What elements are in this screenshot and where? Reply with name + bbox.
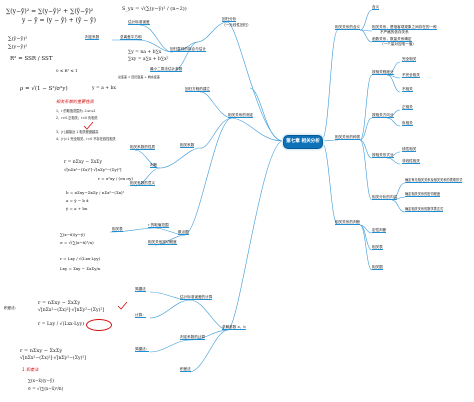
formula-r2: R² = SSR / SST <box>10 56 53 62</box>
formula-line: y = a + bx <box>92 86 116 91</box>
node-nonlinear[interactable]: 非线性相关 <box>402 159 420 165</box>
formula-lxy: r = Lxy / √(Lxx·Lyy) <box>60 256 101 261</box>
note-variation: 总变差 = 回归变差 + 剩余变差 <box>118 75 160 79</box>
node-corr-table[interactable]: 相关表 <box>372 245 383 251</box>
branch-meaning[interactable]: 相关关系的含义 <box>335 25 361 31</box>
node-meaning-desc2: 不严格的依存关系 <box>380 30 409 34</box>
node-lsm[interactable]: 最小二乘法估计参数 <box>150 67 183 73</box>
node-rc[interactable]: 简捷法 <box>135 287 146 293</box>
formula-r-big-den: √[nΣx²−(Σx)²]·√[nΣy²−(Σy)²] <box>38 308 104 313</box>
branch-kinds[interactable]: 相关关系的种类 <box>335 135 361 141</box>
node-qualitative[interactable]: 定性判断 <box>372 228 387 234</box>
formula-ssr: ∑(ŷ−ȳ)² <box>8 36 28 42</box>
formula-cov2: ∑(x−x̄)(y−ȳ) <box>28 378 54 383</box>
node-corr[interactable]: 相关系数 <box>180 143 195 149</box>
formula-normal2: ∑xy = a∑x + b∑x² <box>128 57 169 62</box>
central-topic[interactable]: 第七章 相关分析 <box>283 135 323 149</box>
node-negative[interactable]: 负相关 <box>402 121 413 127</box>
node-judge[interactable]: 判断 <box>150 163 158 169</box>
formula-r-cov: r = σ²xy / (σx σy) <box>98 176 133 181</box>
formula-sigma: σ = √(∑(x−x̄)²/n) <box>60 240 94 245</box>
formula-a: a = ȳ − b x̄ <box>66 198 89 203</box>
prop-3: 3、|r| 越接近 1 相关程度越高 <box>56 130 99 134</box>
node-est[interactable]: 回归直线的拟合与估计 <box>170 47 206 53</box>
highlight-oval <box>86 319 112 331</box>
node-by-degree[interactable]: 按相关程度分 <box>372 70 394 76</box>
node-rb[interactable]: 积差法 <box>180 367 191 373</box>
node-simple[interactable]: 简捷法： <box>135 347 150 353</box>
formula-r-lower-den: √[nΣx²−(Σx)²]·√[nΣy²−(Σy)²] <box>20 356 86 361</box>
node-function-rel2: （一个量对应唯一值） <box>380 42 416 46</box>
node-positive[interactable]: 正相关 <box>402 105 413 111</box>
node-complete[interactable]: 完全相关 <box>402 57 417 63</box>
node-incomplete[interactable]: 不完全相关 <box>402 73 420 79</box>
node-mid4[interactable]: 判定系数的计算 <box>180 335 206 341</box>
prop-1: 1、r 的取值范围为 -1≤r≤1 <box>56 109 96 113</box>
node-r2[interactable]: 判定系数 <box>85 35 100 41</box>
formula-decomp: y − ȳ = (y − ŷ) + (ŷ − ȳ) <box>22 17 96 24</box>
node-r-range[interactable]: r 的取值范围 <box>148 223 169 229</box>
formula-r-mid: r = Lxy / √(Lxx·Lyy) <box>38 322 85 327</box>
node-none[interactable]: 不相关 <box>402 87 413 93</box>
node-ra[interactable]: 相关系数的意义 <box>130 181 156 187</box>
label-law: 1.积差法 <box>22 367 39 372</box>
formula-r2-range: 0 ≤ R² ≤ 1 <box>56 68 78 73</box>
formula-sigma2: σ = √(∑(x−x̄)²/n) <box>28 386 64 391</box>
node-mid1[interactable]: 回归方程的建立 <box>185 87 211 93</box>
formula-r-lower-num: r = nΣxy − ΣxΣy <box>20 348 63 354</box>
regression-note: （一元线性回归） <box>222 23 251 27</box>
central-topic-label: 第七章 相关分析 <box>286 139 320 144</box>
node-calc[interactable]: 计算： <box>135 313 146 319</box>
prop-4: 4、|r|=1 完全相关，r=0 不存在线性相关 <box>56 137 116 141</box>
formula-se: S_yx = √(∑(y−ŷ)² / (n−2)) <box>122 6 187 12</box>
branch-regression[interactable]: 回归分析 <box>222 17 237 23</box>
formula-rho: ρ = √(1 − S²/σ²y) <box>20 86 68 92</box>
node-by-form[interactable]: 按相关形式分 <box>372 153 394 159</box>
props-title: 相关系数的重要性质 <box>56 99 94 104</box>
branch-content[interactable]: 相关分析的内容 <box>372 195 398 201</box>
formula-r-den: √[nΣx²−(Σx)²]·√[nΣy²−(Σy)²] <box>64 167 122 172</box>
label-jishu: 积差法： <box>4 306 19 310</box>
formula-r-big-num: r = nΣxy − ΣxΣy <box>38 300 81 306</box>
node-content-a[interactable]: 确定有无相关关系及相关关系的表现形式 <box>405 178 463 184</box>
formula-sst2: ∑(y−ȳ)² <box>8 44 28 50</box>
node-scatter[interactable]: 散点图 <box>178 230 189 236</box>
branch-measure[interactable]: 相关关系的测定 <box>228 113 254 119</box>
node-by-direction[interactable]: 按相关方向分 <box>372 113 394 119</box>
node-corr-chart[interactable]: 相关图 <box>372 265 383 271</box>
prop-2: 2、r>0 正相关；r<0 负相关 <box>56 116 98 120</box>
branch-judge[interactable]: 相关关系的判断 <box>335 220 361 226</box>
node-mid3[interactable]: 估计标准误差的计算 <box>180 295 213 301</box>
branch-regression-eq[interactable]: 求解参数 a、b <box>222 325 246 331</box>
node-se[interactable]: 估计标准误差 <box>128 20 150 26</box>
formula-r-num: r = nΣxy − ΣxΣy <box>64 160 103 165</box>
node-meaning-def[interactable]: 含义 <box>372 5 380 11</box>
node-function-rel[interactable]: 函数关系，数量关系确定 <box>372 37 412 43</box>
formula-cov: ∑(x−x̄)(y−ȳ) <box>60 232 85 237</box>
formula-b: b = nΣxy−ΣxΣy / nΣx²−(Σx)² <box>66 190 125 195</box>
node-sst[interactable]: 总离差平方和 <box>120 35 142 41</box>
node-table[interactable]: 相关表 <box>112 227 123 233</box>
node-r-meaning[interactable]: 相关关系密切程度 <box>148 240 177 246</box>
node-meaning-desc[interactable]: 相关关系，是指客观现象之间存在的一种 <box>372 25 437 31</box>
formula-normal1: ∑y = na + b∑x <box>128 50 162 55</box>
node-cond[interactable]: 相关系数的性质 <box>130 145 156 151</box>
formula-sst: ∑(y−ȳ)² = ∑(y−ŷ)² + ∑(ŷ−ȳ)² <box>6 8 94 15</box>
node-content-b[interactable]: 确定相关关系的密切程度 <box>405 192 441 198</box>
formula-yhat: ŷ = a + bx <box>66 206 88 211</box>
node-content-c[interactable]: 确定相关关系的数学表达式 <box>405 207 444 213</box>
formula-lxy2: Lxy = Σxy − ΣxΣy/n <box>60 266 101 271</box>
node-linear[interactable]: 线性相关 <box>402 147 417 153</box>
